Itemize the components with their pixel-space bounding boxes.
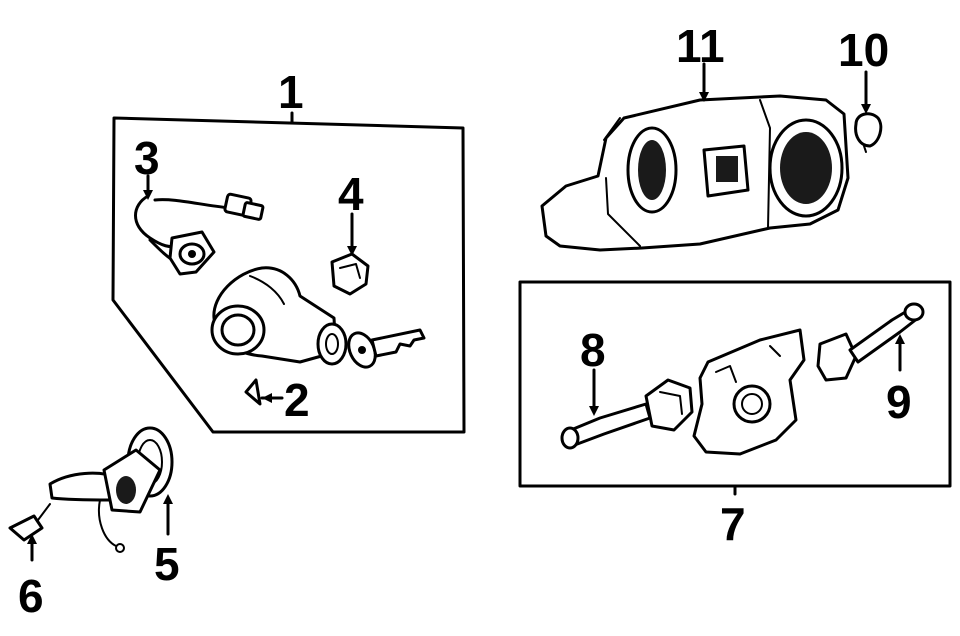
group-1-frame — [111, 116, 466, 434]
callout-2: 2 — [284, 374, 310, 426]
callout-5: 5 — [154, 538, 180, 590]
part-9-wiper-stalk — [816, 302, 925, 382]
callout-10: 10 — [838, 24, 889, 76]
part-4-clip — [330, 252, 370, 296]
callout-4: 4 — [338, 168, 364, 220]
callout-9: 9 — [886, 376, 912, 428]
part-11-column-shroud — [540, 62, 850, 252]
callout-11: 11 — [676, 20, 725, 72]
callout-6: 6 — [18, 570, 44, 622]
part-6-tip — [8, 503, 51, 562]
callout-8: 8 — [580, 324, 606, 376]
group-1-ignition-lock-kit — [111, 111, 466, 434]
part-lock-cylinder-housing — [210, 266, 348, 366]
part-3-ignition-switch-harness — [134, 192, 265, 276]
part-2-screw — [244, 378, 284, 406]
part-ignition-key — [347, 328, 426, 369]
part-10-cap — [854, 70, 883, 153]
callout-1: 1 — [278, 66, 304, 118]
callout-3: 3 — [134, 132, 160, 184]
part-5-switch-knob — [48, 426, 174, 553]
part-8-turn-signal-stalk — [560, 368, 694, 450]
callout-7: 7 — [720, 498, 746, 550]
part-switch-body — [692, 328, 806, 456]
group-7-combination-switch — [518, 280, 952, 496]
